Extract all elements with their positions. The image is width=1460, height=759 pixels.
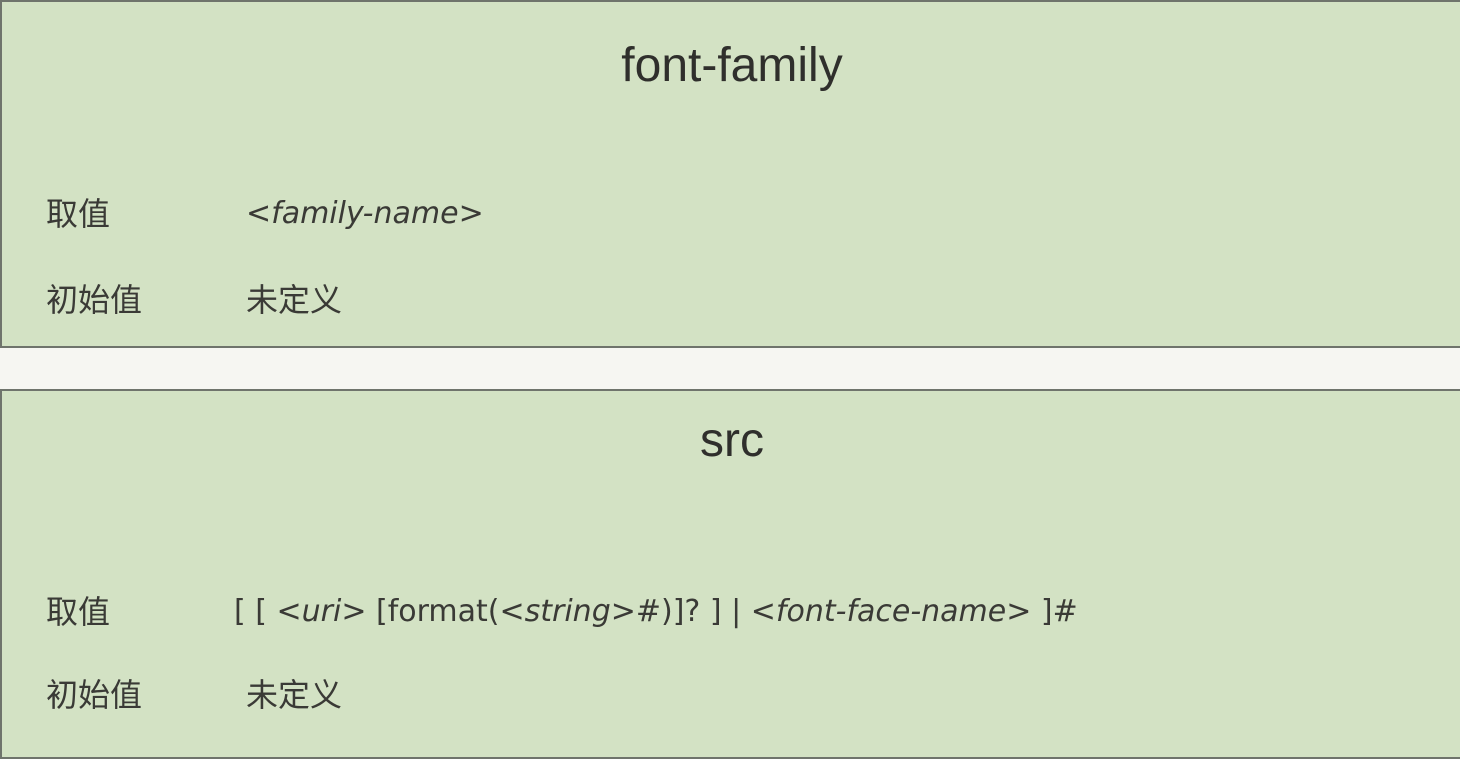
- value-label: 取值: [46, 593, 111, 631]
- card-title: font-family: [621, 39, 843, 92]
- syntax-type-uri: uri: [301, 594, 342, 629]
- card-title: src: [700, 414, 764, 467]
- value-label: 取值: [46, 195, 111, 233]
- value-row: 取值 <family-name>: [46, 194, 1440, 234]
- initial-label: 初始值: [46, 281, 143, 319]
- initial-value: 未定义: [246, 281, 343, 319]
- initial-row: 初始值 未定义: [46, 675, 1440, 715]
- descriptor-card-font-family: font-family 取值 <family-name> 初始值 未定义: [0, 0, 1460, 348]
- syntax-part: > ]#: [1006, 594, 1078, 629]
- initial-value: 未定义: [246, 676, 343, 714]
- value-syntax: <family-name>: [246, 196, 484, 231]
- syntax-part: [ [ <: [234, 594, 302, 629]
- syntax-type-string: string: [524, 594, 611, 629]
- syntax-type-font-face-name: font-face-name: [775, 594, 1007, 629]
- syntax-part: >#)]? ] | <: [610, 594, 776, 629]
- value-syntax: [ [ <uri> [format(<string>#)]? ] | <font…: [234, 592, 1078, 632]
- initial-label: 初始值: [46, 676, 143, 714]
- syntax-part: > [format(<: [341, 594, 525, 629]
- value-row: 取值 [ [ <uri> [format(<string>#)]? ] | <f…: [46, 592, 1440, 632]
- initial-row: 初始值 未定义: [46, 280, 1440, 320]
- descriptor-card-src: src 取值 [ [ <uri> [format(<string>#)]? ] …: [0, 389, 1460, 759]
